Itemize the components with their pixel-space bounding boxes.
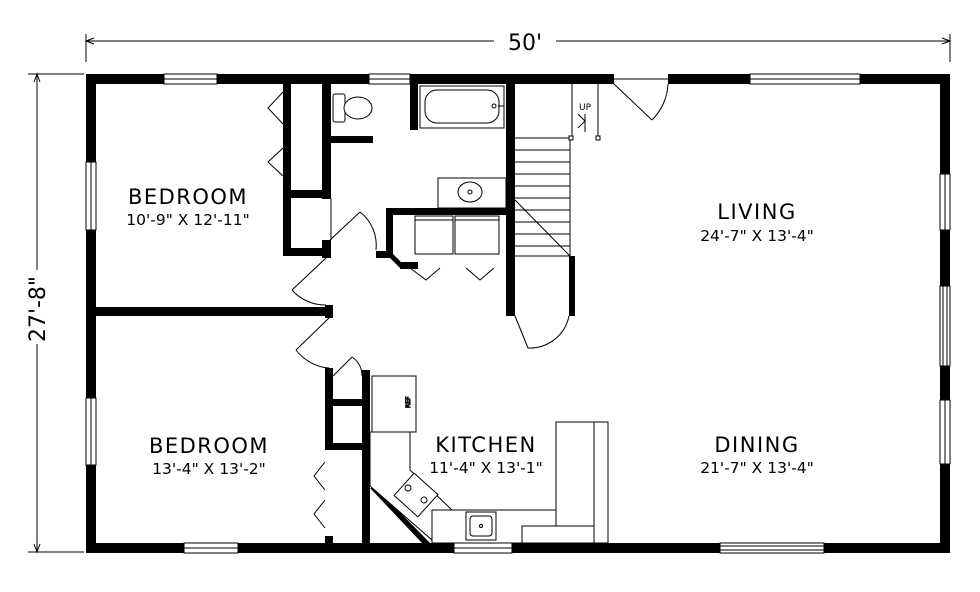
room-size-dining: 21'-7" X 13'-4" — [700, 459, 814, 477]
room-name-bedroom-2: BEDROOM — [149, 434, 269, 458]
room-size-bedroom-2: 13'-4" X 13'-2" — [152, 460, 266, 478]
room-size-kitchen: 11'-4" X 13'-1" — [429, 459, 543, 477]
kitchen-counters: REF — [369, 375, 609, 544]
room-name-bedroom-1: BEDROOM — [128, 185, 248, 209]
interior-walls — [96, 84, 575, 543]
sliding-door-right — [939, 285, 951, 367]
windows — [85, 73, 951, 554]
depth-label-bg — [24, 270, 50, 344]
patio-door — [719, 542, 825, 554]
exterior-walls — [86, 74, 950, 553]
room-name-dining: DINING — [714, 433, 799, 457]
width-label-bg — [494, 28, 556, 54]
room-name-kitchen: KITCHEN — [435, 433, 537, 457]
svg-text:REF: REF — [405, 396, 412, 408]
closet-doors-bedroom-2 — [313, 461, 326, 529]
stairs — [514, 84, 601, 349]
stairs-up-label: UP — [579, 103, 592, 113]
depth-label: 27'-8" — [26, 276, 51, 342]
bathroom-fixtures — [332, 85, 507, 255]
closet-doors-bedroom-1 — [267, 91, 284, 177]
room-size-bedroom-1: 10'-9" X 12'-11" — [126, 211, 249, 229]
width-label: 50' — [508, 31, 542, 56]
room-labels: BEDROOM 10'-9" X 12'-11" BEDROOM 13'-4" … — [126, 185, 814, 478]
room-size-living: 24'-7" X 13'-4" — [700, 227, 814, 245]
room-name-living: LIVING — [717, 200, 796, 224]
door-swings — [291, 199, 495, 377]
entry-door — [613, 78, 669, 121]
